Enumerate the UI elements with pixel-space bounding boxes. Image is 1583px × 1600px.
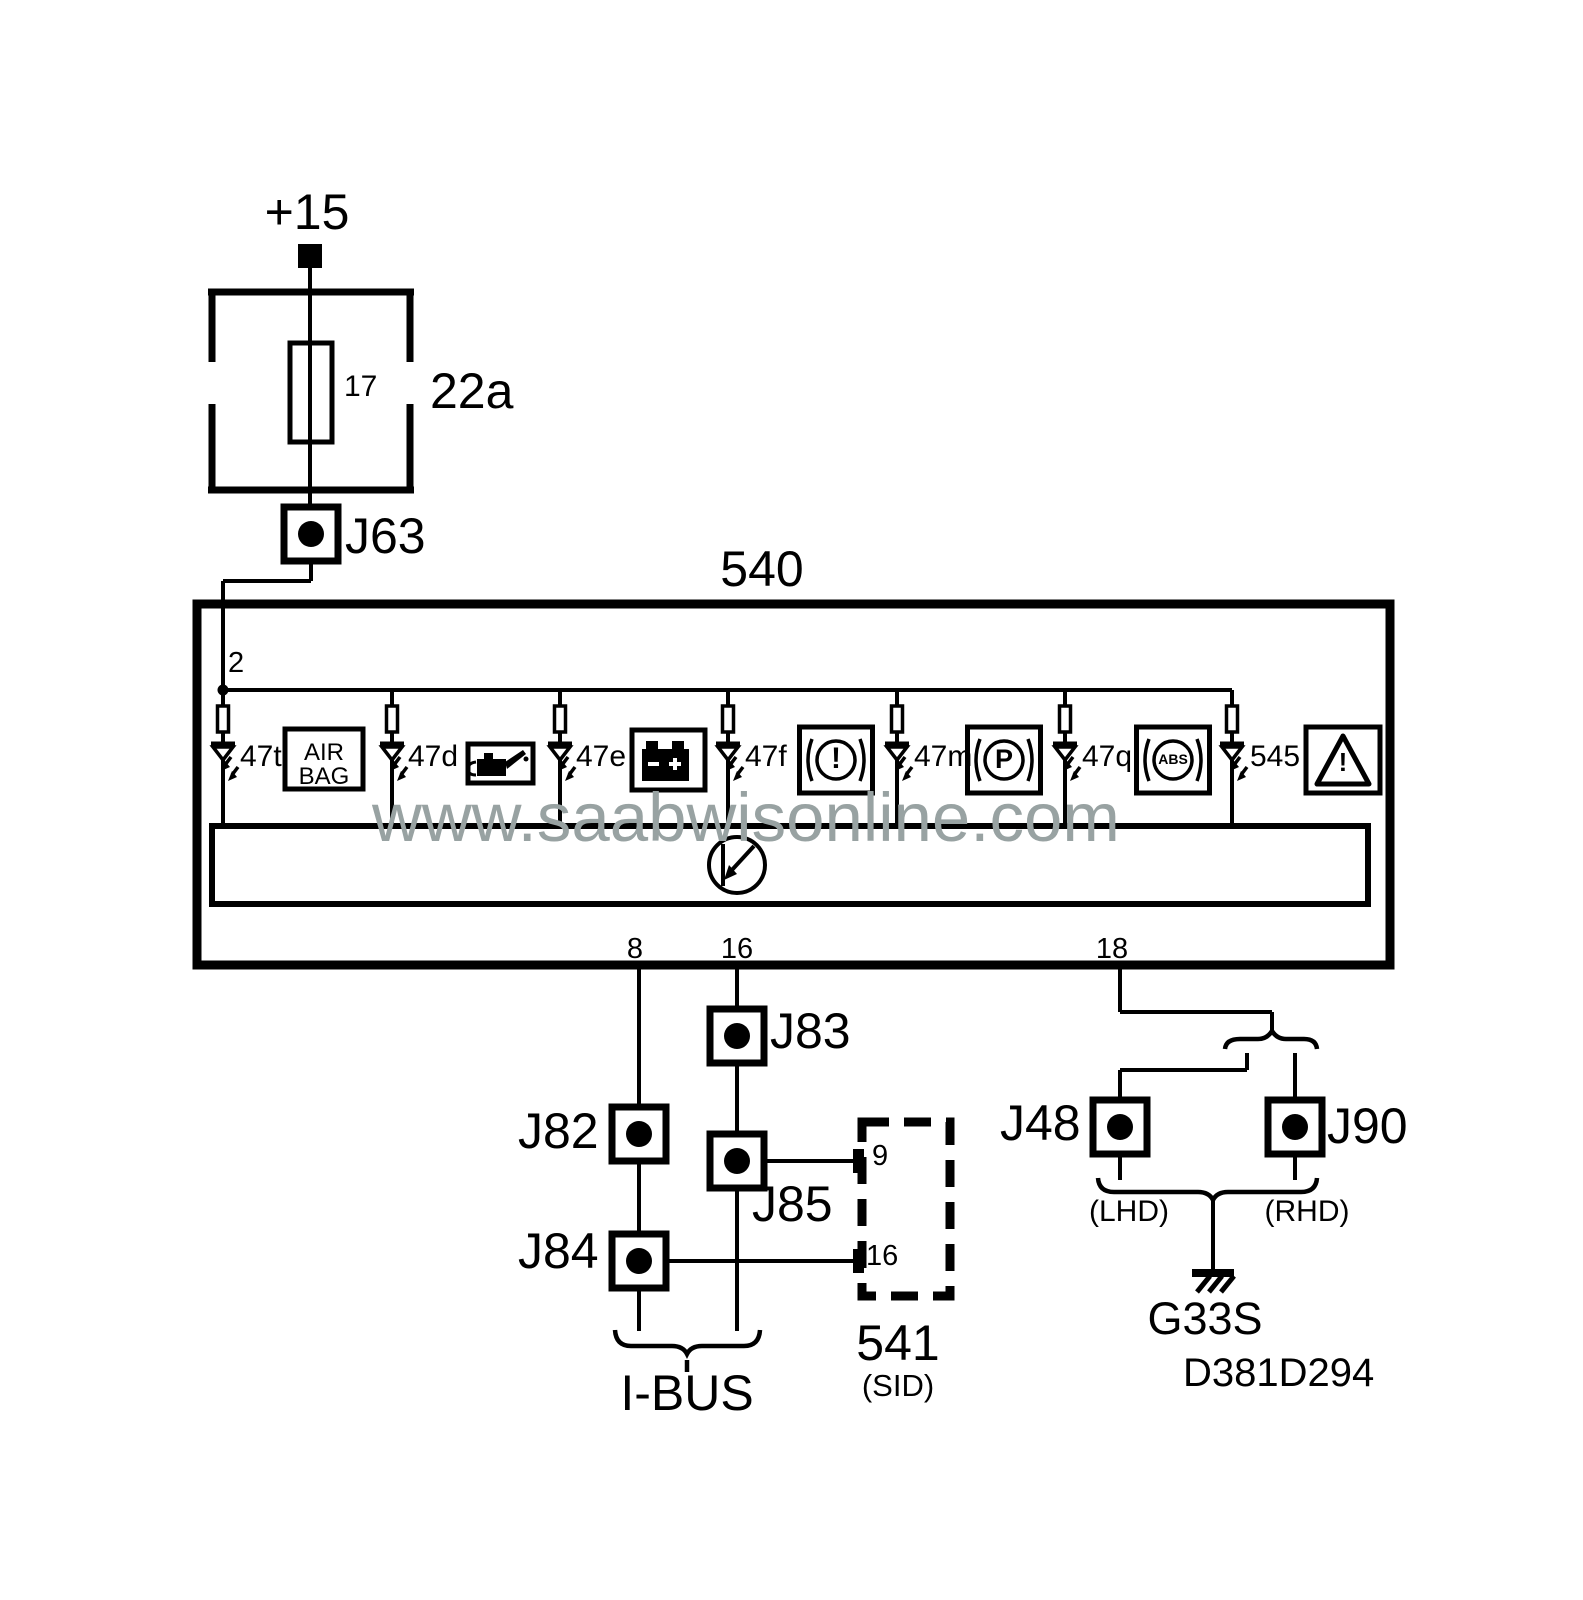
doc-ref-label: D381D294	[1183, 1351, 1375, 1395]
airbag-text-line2: BAG	[298, 763, 350, 790]
connector-j63-icon	[280, 503, 342, 565]
wire-j63-to-pin2	[221, 561, 313, 690]
sid-unit-541-box	[857, 1117, 955, 1301]
connector-j83-label: J83	[770, 1003, 851, 1059]
led-icon	[883, 741, 914, 781]
brake-warning-mark: !	[831, 742, 841, 775]
connector-j48-label: J48	[1000, 1095, 1081, 1151]
lamp-module-box	[209, 823, 1371, 907]
lamp-branch-47f	[714, 690, 745, 826]
variant-rhd-label: (RHD)	[1264, 1195, 1350, 1228]
parking-brake-mark: P	[994, 744, 1013, 774]
lamp-branch-47e	[546, 690, 577, 826]
connector-j63-label: J63	[345, 508, 426, 564]
main-unit-540-box	[192, 599, 1395, 970]
fuse-box-22a	[208, 288, 414, 494]
connector-j90-label: J90	[1327, 1098, 1408, 1154]
ground-icon	[1192, 1269, 1236, 1294]
lamp-47e-label: 47e	[576, 740, 627, 773]
split-brace	[1222, 1026, 1320, 1050]
lamp-branch-545	[1218, 690, 1249, 826]
watermark: www.saabwisonline.com	[372, 779, 1120, 856]
led-icon	[1218, 741, 1249, 781]
sid-pin9-label: 9	[872, 1140, 889, 1172]
led-icon	[378, 741, 409, 781]
ground-label: G33S	[1147, 1293, 1263, 1344]
led-icon	[1051, 741, 1082, 781]
connector-j85-icon	[706, 1130, 768, 1192]
led-icon	[714, 741, 745, 781]
led-icon	[546, 741, 577, 781]
battery-icon	[629, 727, 708, 793]
lamp-47m-label: 47m	[914, 740, 973, 773]
sid-unit-name: (SID)	[861, 1368, 935, 1403]
connector-j82-label: J82	[518, 1103, 599, 1159]
parking-brake-icon	[965, 724, 1043, 796]
fuse-17-icon	[287, 340, 335, 445]
airbag-icon	[282, 726, 366, 792]
wire-pin18	[1118, 965, 1274, 1030]
lamp-branch-47m	[883, 690, 914, 826]
warning-triangle-mark: !	[1338, 747, 1348, 777]
connector-j90-icon	[1264, 1096, 1326, 1158]
power-terminal-icon	[298, 244, 322, 268]
ibus-label: I-BUS	[620, 1365, 754, 1421]
fuse-number-label: 17	[344, 370, 378, 403]
sid-unit-label: 541	[856, 1315, 940, 1371]
connector-j48-icon	[1089, 1096, 1151, 1158]
connector-j83-icon	[706, 1005, 768, 1067]
power-feed-label: +15	[264, 184, 350, 240]
instrument-gauge-icon	[707, 835, 767, 895]
abs-icon	[1134, 724, 1212, 796]
lamp-branch-47d	[378, 690, 409, 826]
brake-warning-icon	[797, 724, 875, 796]
pin18-label: 18	[1095, 933, 1129, 965]
pin16-label: 16	[720, 933, 754, 965]
connector-j85-label: J85	[752, 1176, 833, 1232]
connector-j82-icon	[608, 1103, 670, 1165]
lamp-47d-label: 47d	[408, 740, 459, 773]
lamp-branch-47t	[209, 690, 240, 826]
connector-j84-icon	[608, 1230, 670, 1292]
sid-pin16-label: 16	[866, 1240, 899, 1272]
warning-triangle-icon	[1303, 724, 1383, 796]
variant-lhd-label: (LHD)	[1089, 1195, 1169, 1228]
sid-pin16-tick	[853, 1249, 864, 1273]
pin8-label: 8	[626, 933, 644, 965]
lamp-47t-label: 47t	[240, 740, 282, 773]
fuse-box-label: 22a	[430, 363, 514, 419]
lamp-47q-label: 47q	[1082, 740, 1133, 773]
oil-pressure-icon	[465, 741, 536, 786]
abs-mark: ABS	[1158, 751, 1188, 767]
lamp-branch-47q	[1051, 690, 1082, 826]
pin2-label: 2	[228, 647, 245, 679]
main-unit-label: 540	[720, 541, 804, 597]
connector-j84-label: J84	[518, 1223, 599, 1279]
sid-pin9-tick	[853, 1149, 864, 1173]
lamp-545-label: 545	[1250, 740, 1301, 773]
airbag-text-line1: AIR	[303, 739, 344, 766]
wire-brace-to-j48	[1118, 1053, 1249, 1102]
ibus-brace	[612, 1329, 763, 1372]
lamp-47f-label: 47f	[745, 740, 787, 773]
led-icon	[209, 741, 240, 781]
